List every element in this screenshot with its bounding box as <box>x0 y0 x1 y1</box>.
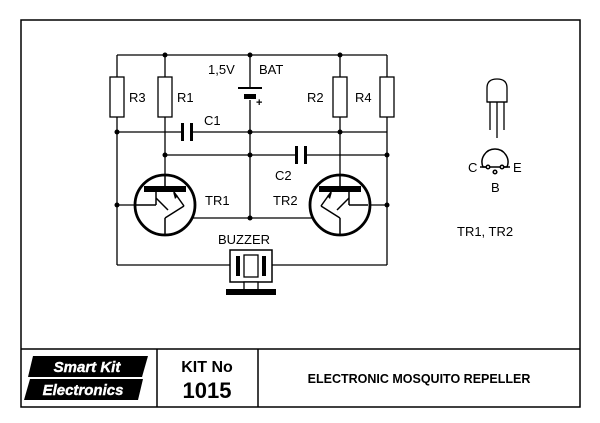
resistor-r2 <box>332 76 348 118</box>
smart-kit-logo: Smart Kit Electronics <box>24 356 148 400</box>
transistor-tr1 <box>133 173 197 237</box>
label-battery-voltage: 1,5V <box>208 62 235 77</box>
label-r2: R2 <box>307 90 324 105</box>
resistor-r4 <box>379 76 395 118</box>
buzzer-symbol <box>226 249 276 295</box>
junction-dots <box>114 52 390 221</box>
label-battery-polarity: + <box>256 97 262 109</box>
pinout-label-emitter: E <box>513 160 522 175</box>
pinout-label-base: B <box>491 180 500 195</box>
transistor-tr2 <box>308 173 372 237</box>
kit-number-label: KIT No <box>181 359 233 376</box>
to92-package-icon <box>486 78 508 138</box>
label-r3: R3 <box>129 90 146 105</box>
kit-number: 1015 <box>183 378 232 403</box>
label-tr2: TR2 <box>273 193 298 208</box>
sheet-border <box>20 19 581 408</box>
logo-line-1: Smart Kit <box>54 359 122 376</box>
battery-symbol <box>238 87 262 99</box>
pinout-symbol <box>480 148 510 175</box>
capacitor-c1 <box>181 123 193 141</box>
capacitor-c2 <box>295 146 307 164</box>
label-c2: C2 <box>275 168 292 183</box>
project-title: ELECTRONIC MOSQUITO REPELLER <box>308 372 531 386</box>
label-battery: BAT <box>259 62 283 77</box>
pinout-caption: TR1, TR2 <box>457 224 513 239</box>
resistor-r3 <box>109 76 125 118</box>
label-c1: C1 <box>204 113 221 128</box>
label-tr1: TR1 <box>205 193 230 208</box>
pinout-label-collector: C <box>468 160 477 175</box>
label-r4: R4 <box>355 90 372 105</box>
label-r1: R1 <box>177 90 194 105</box>
logo-line-2: Electronics <box>43 382 124 399</box>
label-buzzer: BUZZER <box>218 232 270 247</box>
resistor-r1 <box>157 76 173 118</box>
